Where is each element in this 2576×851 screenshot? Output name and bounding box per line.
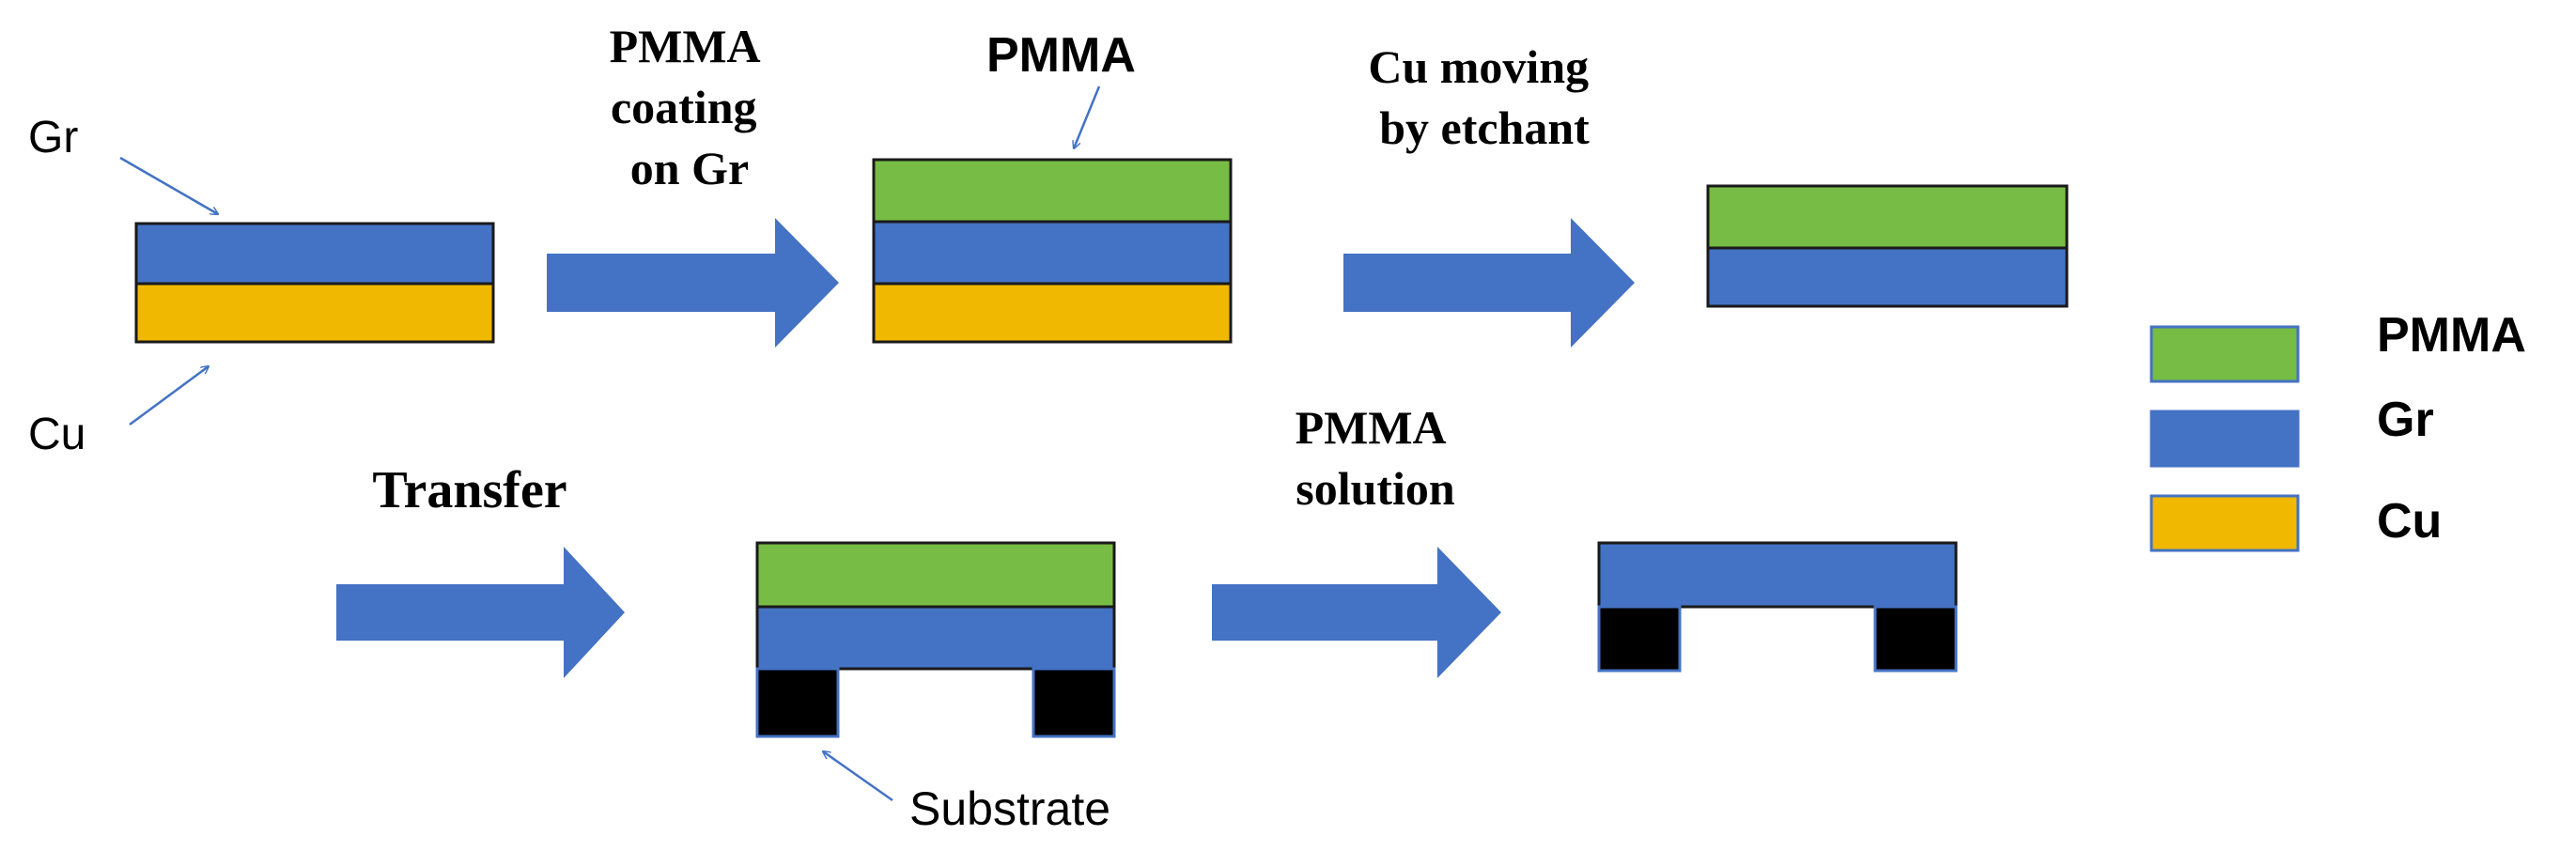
step-label-coating-line: coating: [611, 81, 757, 133]
cu-pointer-arrow: [129, 366, 209, 426]
step-label-coating-line: on Gr: [630, 142, 749, 194]
gr-layer: [872, 220, 1233, 286]
pmma-pointer-arrow: [1074, 85, 1101, 148]
pmma-layer: [872, 158, 1233, 224]
stage-pmma-gr-cu: [872, 158, 1233, 344]
step-label-removal-line: PMMA: [1296, 401, 1447, 454]
stage-gr-on-cu: [134, 222, 495, 344]
legend-swatch: [2149, 325, 2300, 383]
gr-layer: [134, 222, 495, 286]
cu-layer: [134, 282, 495, 344]
cu-layer: [872, 282, 1233, 344]
step-label-transfer: Transfer: [372, 461, 566, 519]
step-arrow-transfer: [336, 547, 625, 678]
stage-pmma-gr-substrate: [755, 541, 1116, 738]
step-label-etching-line: Cu moving: [1368, 40, 1589, 93]
cu-pointer-label: Cu: [28, 410, 85, 459]
gr-pointer-label: Gr: [28, 113, 78, 162]
stage-gr-substrate: [1597, 541, 1958, 673]
substrate-pointer-arrow: [823, 751, 893, 802]
legend-item: PMMA: [2149, 308, 2526, 383]
legend-label: Gr: [2377, 393, 2434, 447]
legend-swatch: [2149, 494, 2300, 552]
legend-swatch: [2149, 410, 2300, 468]
gr-pointer-arrow: [119, 156, 218, 214]
gr-layer: [1706, 246, 2069, 308]
stage-pmma-gr: [1706, 184, 2069, 308]
legend: PMMA Gr Cu: [2149, 308, 2526, 552]
gr-layer: [755, 605, 1116, 671]
step-label-removal: PMMA solution: [1296, 401, 1456, 515]
step-label-coating: PMMA coating on Gr: [610, 20, 770, 194]
substrate-pillar-left: [1597, 605, 1682, 673]
substrate-pillar-right: [1032, 667, 1116, 738]
step-label-coating-line: PMMA: [610, 20, 761, 72]
step-arrow-etching: [1343, 218, 1635, 348]
substrate-pillar-right: [1873, 605, 1958, 673]
pmma-layer: [755, 541, 1116, 609]
gr-layer: [1597, 541, 1958, 609]
substrate-pillar-left: [755, 667, 840, 738]
pmma-layer: [1706, 184, 2069, 250]
legend-item: Gr: [2149, 393, 2434, 468]
step-arrow-removal: [1212, 547, 1501, 678]
step-arrow-coating: [547, 218, 839, 348]
pmma-pointer-label: PMMA: [986, 28, 1136, 83]
step-label-etching-line: by etchant: [1379, 101, 1590, 154]
legend-item: Cu: [2149, 494, 2442, 552]
legend-label: PMMA: [2377, 308, 2526, 363]
legend-label: Cu: [2377, 494, 2442, 549]
step-label-removal-line: solution: [1296, 462, 1455, 515]
substrate-pointer-label: Substrate: [909, 782, 1110, 835]
step-label-etching: Cu moving by etchant: [1368, 40, 1600, 154]
